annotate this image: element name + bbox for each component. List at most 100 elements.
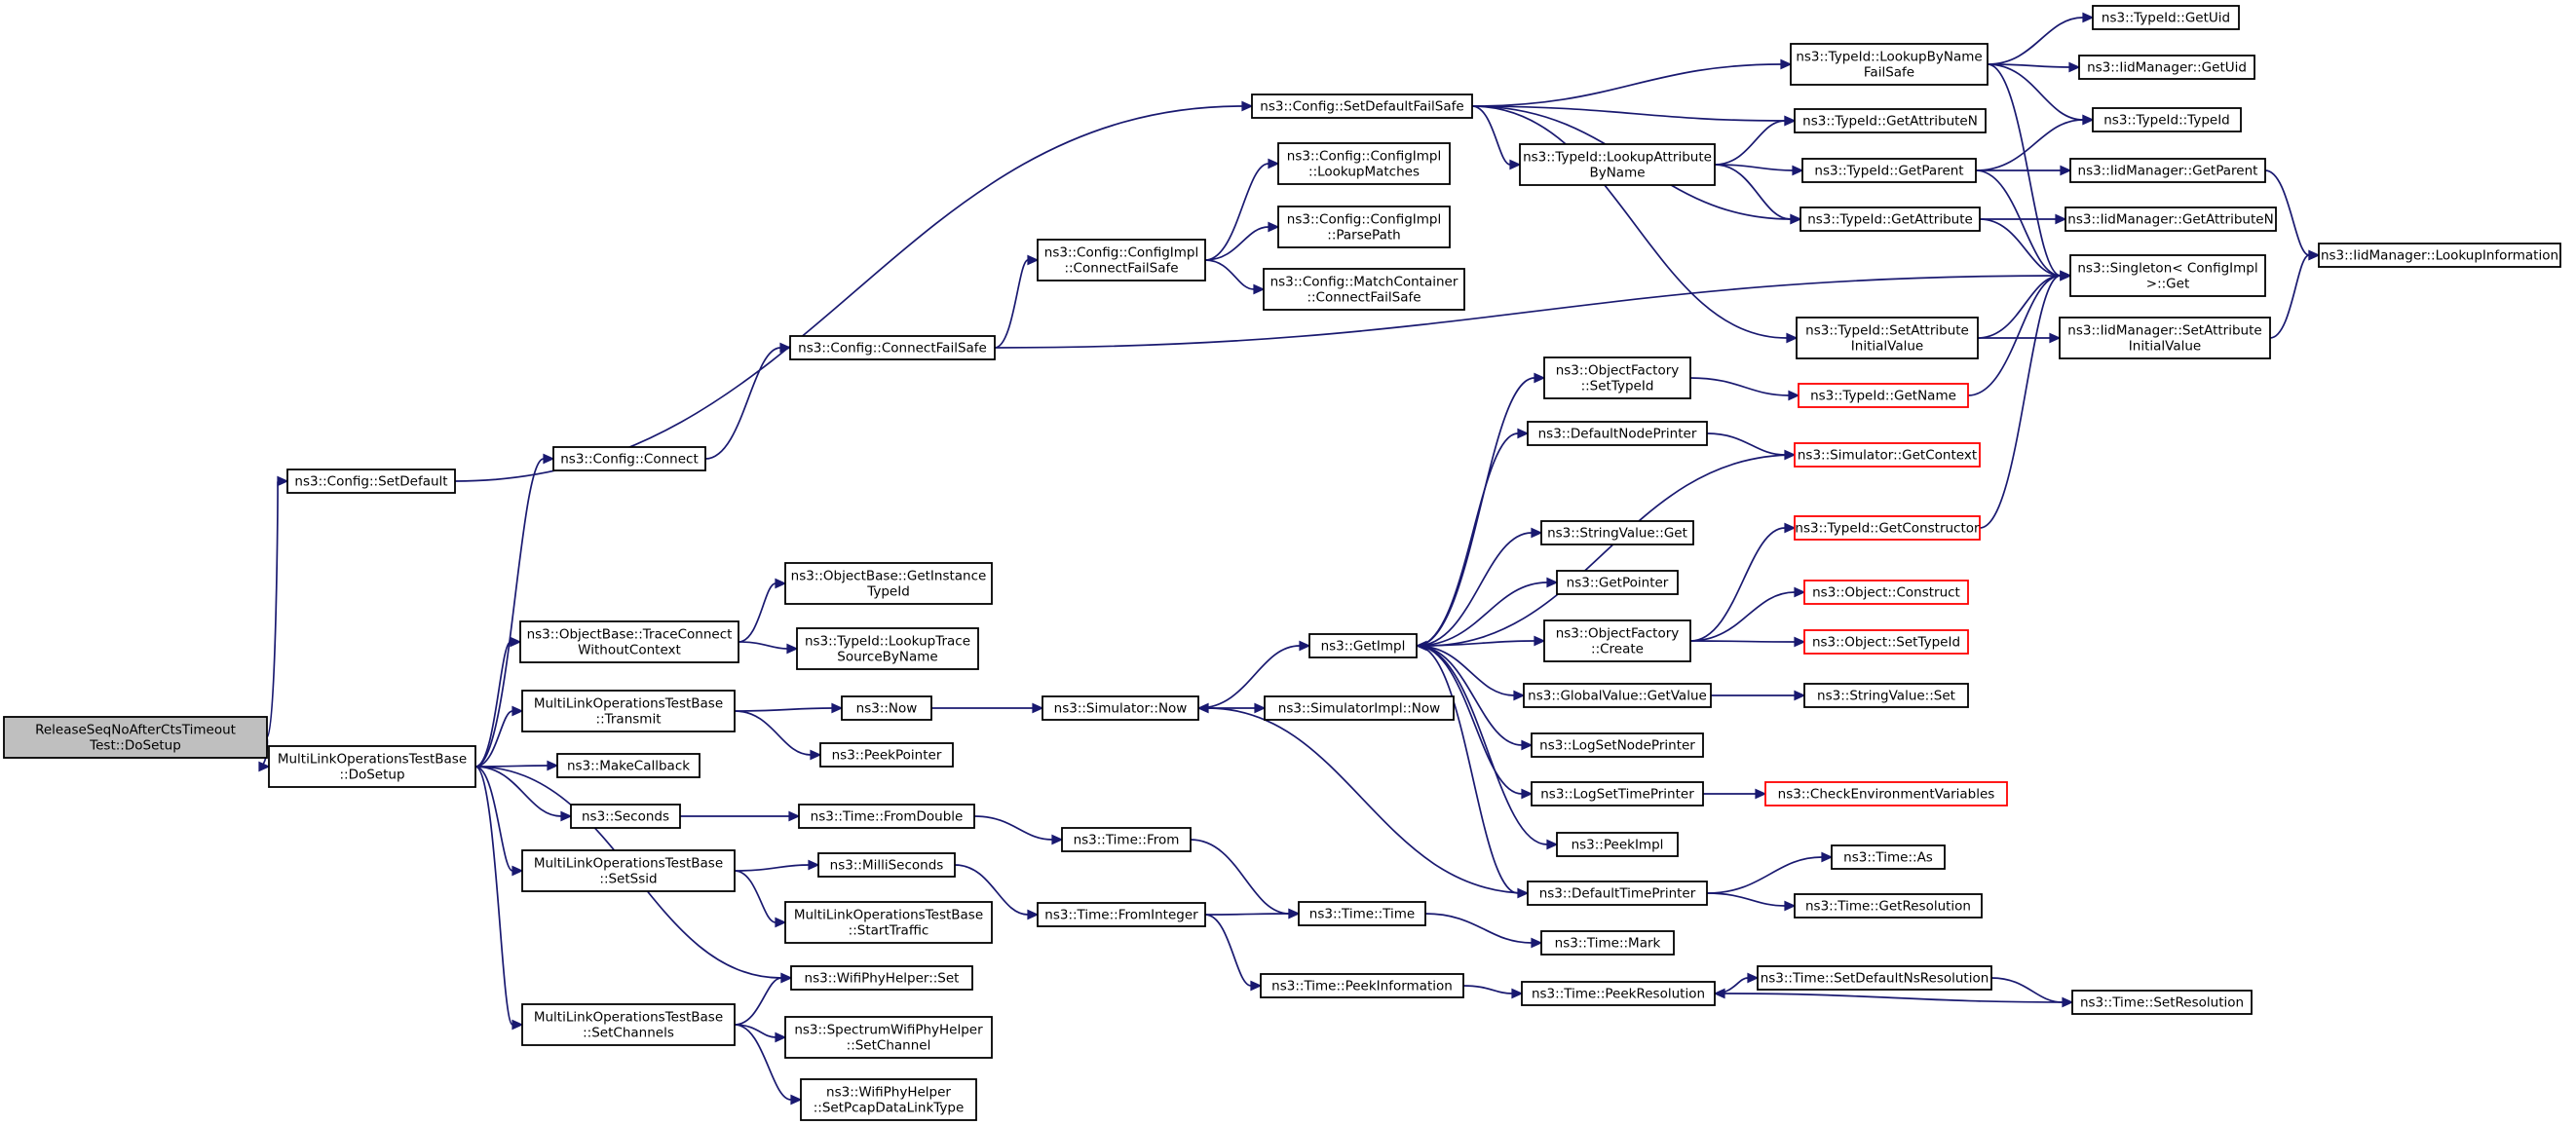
node-iid-getattrn[interactable]: ns3::IidManager::GetAttributeN xyxy=(2065,206,2277,232)
edge-getimpl-to-peekimpl xyxy=(1416,645,1559,850)
node-wifiphy-set[interactable]: ns3::WifiPhyHelper::Set xyxy=(790,965,973,991)
edge-tid-lookupbyname-to-singleton xyxy=(1987,63,2072,281)
node-mlo-transmit[interactable]: MultiLinkOperationsTestBase::Transmit xyxy=(521,690,736,732)
node-tid-getuid[interactable]: ns3::TypeId::GetUid xyxy=(2092,5,2240,30)
node-box xyxy=(1794,515,1981,541)
node-iid-setattrinit[interactable]: ns3::IidManager::SetAttributeInitialValu… xyxy=(2059,317,2271,359)
node-mlo-setchannels[interactable]: MultiLinkOperationsTestBase::SetChannels xyxy=(521,1003,736,1046)
node-getimpl[interactable]: ns3::GetImpl xyxy=(1308,633,1418,658)
node-ob-traceconnect[interactable]: ns3::ObjectBase::TraceConnectWithoutCont… xyxy=(519,620,739,663)
node-gv-getvalue[interactable]: ns3::GlobalValue::GetValue xyxy=(1523,683,1712,708)
node-label: ns3::Config::SetDefault xyxy=(294,474,447,490)
node-box xyxy=(796,627,979,670)
node-tid-typeid[interactable]: ns3::TypeId::TypeId xyxy=(2092,107,2242,132)
node-defnodeprinter[interactable]: ns3::DefaultNodePrinter xyxy=(1527,421,1708,446)
node-label: ::SetPcapDataLinkType xyxy=(814,1101,965,1116)
node-cfgimpl-lookup[interactable]: ns3::Config::ConfigImpl::LookupMatches xyxy=(1277,142,1451,185)
node-time-fromint[interactable]: ns3::Time::FromInteger xyxy=(1037,902,1206,927)
node-label: ::LookupMatches xyxy=(1308,165,1420,180)
node-of-settypeid[interactable]: ns3::ObjectFactory::SetTypeId xyxy=(1543,356,1691,399)
node-cfgimpl-connectfs[interactable]: ns3::Config::ConfigImpl::ConnectFailSafe xyxy=(1037,239,1206,281)
node-tid-getparent[interactable]: ns3::TypeId::GetParent xyxy=(1801,158,1977,183)
node-label: ns3::WifiPhyHelper::Set xyxy=(805,971,960,987)
node-checkenv[interactable]: ns3::CheckEnvironmentVariables xyxy=(1764,781,2008,806)
node-time-getres[interactable]: ns3::Time::GetResolution xyxy=(1794,893,1983,919)
node-time-as[interactable]: ns3::Time::As xyxy=(1831,844,1946,870)
node-label: MultiLinkOperationsTestBase xyxy=(534,1010,723,1026)
edge-getimpl-to-logsetnode xyxy=(1416,645,1534,751)
node-makecallback[interactable]: ns3::MakeCallback xyxy=(556,753,701,778)
edge-line xyxy=(1471,105,1786,122)
node-time-fromdouble[interactable]: ns3::Time::FromDouble xyxy=(798,804,975,829)
node-tid-getctor[interactable]: ns3::TypeId::GetConstructor xyxy=(1794,515,1981,541)
node-box xyxy=(2071,990,2253,1015)
node-iid-getuid[interactable]: ns3::IidManager::GetUid xyxy=(2078,55,2255,80)
node-wifiphy-pcap[interactable]: ns3::WifiPhyHelper::SetPcapDataLinkType xyxy=(800,1078,977,1121)
node-box xyxy=(1263,268,1465,311)
edge-line xyxy=(1689,591,1796,642)
edge-milliseconds-to-time-fromint xyxy=(954,864,1040,920)
node-of-create[interactable]: ns3::ObjectFactory::Create xyxy=(1543,619,1691,662)
node-tid-getattrn[interactable]: ns3::TypeId::GetAttributeN xyxy=(1794,108,1987,133)
node-mlo-setssid[interactable]: MultiLinkOperationsTestBase::SetSsid xyxy=(521,849,736,892)
node-mlo-dosetup[interactable]: MultiLinkOperationsTestBase::DoSetup xyxy=(268,745,476,788)
node-box xyxy=(519,620,739,663)
node-box xyxy=(1798,383,1969,408)
node-time-peekres[interactable]: ns3::Time::PeekResolution xyxy=(1521,981,1716,1006)
node-stringvalue-get[interactable]: ns3::StringValue::Get xyxy=(1540,520,1694,545)
edge-tid-lookupbyname-to-tid-getuid xyxy=(1987,12,2095,65)
node-cfg-connectfs[interactable]: ns3::Config::ConnectFailSafe xyxy=(789,335,996,360)
node-seconds[interactable]: ns3::Seconds xyxy=(570,804,681,829)
node-mlo-starttraffic[interactable]: MultiLinkOperationsTestBase::StartTraffi… xyxy=(784,901,993,944)
node-cfg-connect[interactable]: ns3::Config::Connect xyxy=(552,446,706,471)
edge-line xyxy=(1977,275,2062,339)
node-iid-getparent[interactable]: ns3::IidManager::GetParent xyxy=(2069,158,2266,183)
node-now[interactable]: ns3::Now xyxy=(841,695,932,721)
node-obj-construct[interactable]: ns3::Object::Construct xyxy=(1803,580,1969,605)
edge-arrowhead xyxy=(1713,988,1725,999)
node-tid-getname[interactable]: ns3::TypeId::GetName xyxy=(1798,383,1969,408)
node-label: ns3::Time::SetDefaultNsResolution xyxy=(1761,971,1989,987)
edge-tid-getctor-to-singleton xyxy=(1979,270,2072,529)
node-singleton[interactable]: ns3::Singleton< ConfigImpl >::Get xyxy=(2069,254,2266,297)
node-time-peekinfo[interactable]: ns3::Time::PeekInformation xyxy=(1260,973,1464,998)
node-cfg-setdefault[interactable]: ns3::Config::SetDefault xyxy=(286,469,456,494)
node-time-time[interactable]: ns3::Time::Time xyxy=(1298,901,1426,926)
node-peekpointer[interactable]: ns3::PeekPointer xyxy=(819,742,954,768)
node-iid-lookupinfo[interactable]: ns3::IidManager::LookupInformation xyxy=(2318,243,2561,268)
edge-arrowhead xyxy=(1517,428,1530,439)
node-getpointer[interactable]: ns3::GetPointer xyxy=(1556,570,1679,595)
edge-line xyxy=(1204,226,1269,261)
edge-line xyxy=(1425,454,1796,647)
node-cfg-setdefaultfs[interactable]: ns3::Config::SetDefaultFailSafe xyxy=(1251,94,1473,119)
node-time-mark[interactable]: ns3::Time::Mark xyxy=(1540,930,1675,956)
node-sim-getcontext[interactable]: ns3::Simulator::GetContext xyxy=(1794,442,1981,468)
node-matchcont[interactable]: ns3::Config::MatchContainer::ConnectFail… xyxy=(1263,268,1465,311)
node-logsettime[interactable]: ns3::LogSetTimePrinter xyxy=(1531,781,1704,806)
node-label: ::Transmit xyxy=(596,712,662,728)
node-time-setdefres[interactable]: ns3::Time::SetDefaultNsResolution xyxy=(1757,965,1992,991)
node-time-from[interactable]: ns3::Time::From xyxy=(1061,827,1192,852)
node-spectrum-setch[interactable]: ns3::SpectrumWifiPhyHelper::SetChannel xyxy=(784,1016,993,1059)
edge-arrowhead xyxy=(810,749,822,761)
node-obj-settypeid[interactable]: ns3::Object::SetTypeId xyxy=(1803,629,1969,655)
edge-time-fromint-to-time-peekinfo xyxy=(1204,914,1263,992)
node-label: ns3::Time::FromDouble xyxy=(811,809,964,825)
node-sim-now[interactable]: ns3::Simulator::Now xyxy=(1042,695,1199,721)
node-simimpl-now[interactable]: ns3::SimulatorImpl::Now xyxy=(1264,695,1455,721)
node-logsetnode[interactable]: ns3::LogSetNodePrinter xyxy=(1531,732,1704,758)
node-peekimpl[interactable]: ns3::PeekImpl xyxy=(1556,832,1679,857)
node-stringvalue-set[interactable]: ns3::StringValue::Set xyxy=(1803,683,1969,708)
node-cfgimpl-parse[interactable]: ns3::Config::ConfigImpl::ParsePath xyxy=(1277,206,1451,248)
node-tid-getattr[interactable]: ns3::TypeId::GetAttribute xyxy=(1799,206,1981,232)
node-deftimeprinter[interactable]: ns3::DefaultTimePrinter xyxy=(1527,881,1708,906)
node-time-setres[interactable]: ns3::Time::SetResolution xyxy=(2071,990,2253,1015)
node-milliseconds[interactable]: ns3::MilliSeconds xyxy=(817,852,956,878)
